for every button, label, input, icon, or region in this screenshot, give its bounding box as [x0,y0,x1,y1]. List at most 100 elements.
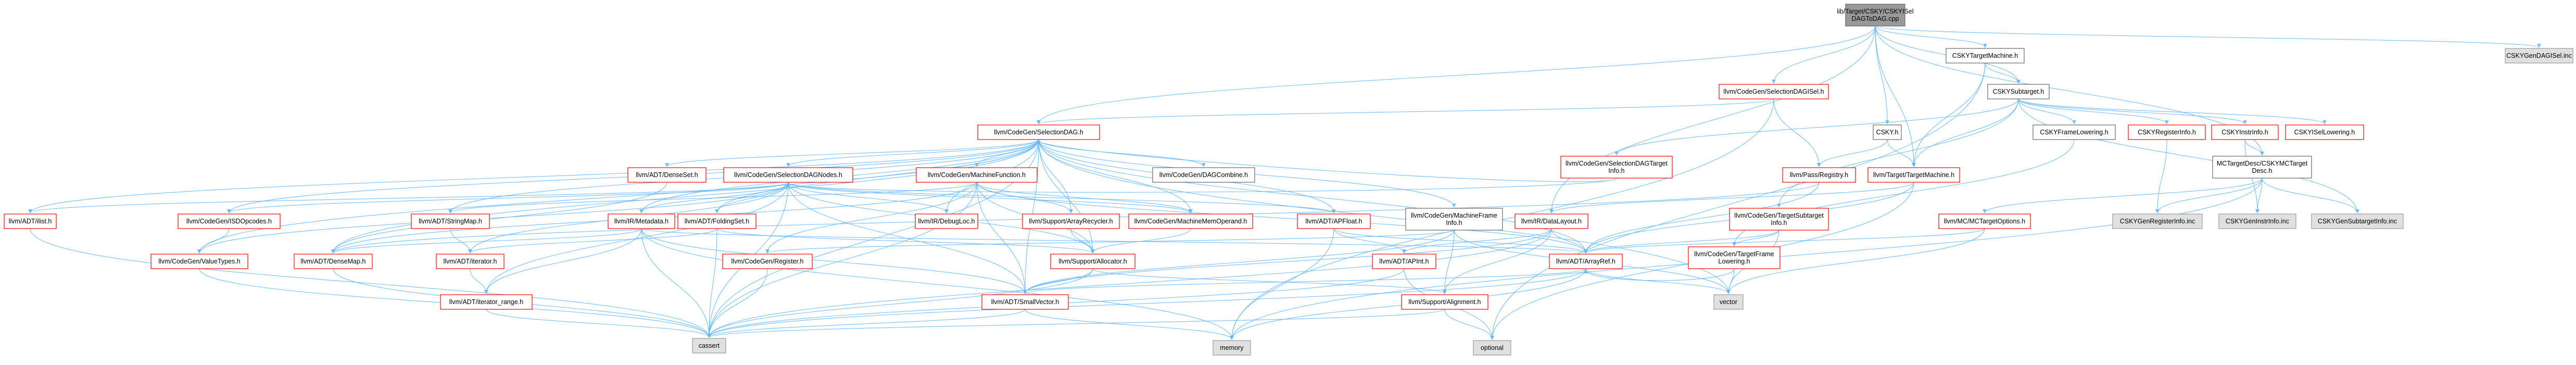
node-cskyregisterinfo-h[interactable]: CSKYRegisterInfo.h [2128,124,2206,140]
node-box [1946,48,2025,64]
node-box [692,338,726,354]
edge-SelectionDAG_h-to-MachineMemOperand_h [1038,139,1193,213]
node-codegen-register-h[interactable]: llvm/CodeGen/Register.h [722,254,813,269]
node-selectiondagisel-h[interactable]: llvm/CodeGen/SelectionDAGISel.h [1719,84,1829,99]
node-box [1729,208,1829,231]
node-adt-apfloat-h[interactable]: llvm/ADT/APFloat.h [1297,213,1371,229]
edge-root-to-TargetMachine_h [1875,26,1916,167]
edge-SelectionDAGNodes_h-to-SmallVector_h [788,182,1027,294]
node-label: lib/Target/CSKY/CSKYISel [1837,8,1913,15]
node-dagcombine-h[interactable]: llvm/CodeGen/DAGCombine.h [1152,167,1255,183]
node-cskytargetmachine-h[interactable]: CSKYTargetMachine.h [1946,48,2025,64]
node-cskygeninstrinfo-inc: CSKYGenInstrInfo.inc [2218,213,2296,229]
node-box [1987,84,2050,99]
edge-IR_Metadata_h-to-iterator_range_h [484,228,642,294]
node-box [1152,167,1255,183]
node-mctargetoptions-h[interactable]: llvm/MC/MCTargetOptions.h [1938,213,2031,229]
edge-root-to-CSKYGenDAGISel_inc [1875,26,2541,48]
node-label: llvm/ADT/iterator.h [444,258,497,265]
node-box [1719,84,1829,99]
node-label: llvm/ADT/DenseMap.h [300,258,365,265]
edge-SelectionDAGNodes_h-to-iterator_range_h [484,182,789,294]
node-allocator-h[interactable]: llvm/Support/Allocator.h [1050,254,1135,269]
edge-CSKYSubtarget_h-to-SelectionDAGTargetInfo_h [1614,98,2019,156]
node-label: CSKYSubtarget.h [1993,88,2044,95]
node-adt-arrayref-h[interactable]: llvm/ADT/ArrayRef.h [1549,254,1623,269]
node-selectiondagnodes-h[interactable]: llvm/CodeGen/SelectionDAGNodes.h [723,167,853,183]
node-memory: memory [1213,340,1251,356]
node-isdopcodes-h[interactable]: llvm/CodeGen/ISDOpcodes.h [178,213,281,229]
node-label: Info.h [1446,219,1462,226]
node-box [1473,340,1511,356]
edge-ADT_ArrayRef_h-to-vector [1585,268,1731,294]
node-box [1845,4,1905,27]
node-box [411,213,490,229]
edge-ADT_ArrayRef_h-to-cassert [707,268,1586,338]
edge-IR_DataLayout_h-to-cassert [707,228,1552,338]
node-arrayrecycler-h[interactable]: llvm/Support/ArrayRecycler.h [1022,213,1120,229]
edge-ADT_ilist_h-to-cassert [30,228,711,338]
node-box [1401,294,1488,310]
node-cskyinstrinfo-h[interactable]: CSKYInstrInfo.h [2211,124,2279,140]
node-box [150,254,248,269]
node-box [2212,156,2312,179]
edge-SelectionDAGNodes_h-to-ValueTypes_h [197,182,789,254]
node-box [1213,340,1251,356]
node-ir-metadata-h[interactable]: llvm/IR/Metadata.h [608,213,675,229]
node-adt-iterator-h[interactable]: llvm/ADT/iterator.h [436,254,504,269]
edge-IR_DataLayout_h-to-SmallVector_h [1023,228,1552,294]
node-cskysubtarget-h[interactable]: CSKYSubtarget.h [1987,84,2050,99]
node-selectiondag-h[interactable]: llvm/CodeGen/SelectionDAG.h [977,124,1100,140]
dependency-nodes: lib/Target/CSKY/CSKYISelDAGToDAG.cppCSKY… [4,4,2573,356]
node-label: llvm/ADT/iterator_range.h [449,298,523,306]
node-ir-datalayout-h[interactable]: llvm/IR/DataLayout.h [1514,213,1588,229]
node-optional: optional [1473,340,1511,356]
edge-SelectionDAGNodes_h-to-IR_Metadata_h [639,182,789,213]
node-machinefunction-h[interactable]: llvm/CodeGen/MachineFunction.h [916,167,1038,183]
node-adt-densemap-h[interactable]: llvm/ADT/DenseMap.h [294,254,373,269]
node-flagsregistry-h[interactable]: llvm/Pass/Registry.h [1782,167,1856,183]
edge-IR_DataLayout_h-to-ADT_APInt_h [1402,228,1552,254]
node-label: llvm/IR/DebugLoc.h [918,218,975,225]
node-targetmachine-h[interactable]: llvm/Target/TargetMachine.h [1867,167,1960,183]
node-adt-apint-h[interactable]: llvm/ADT/APInt.h [1372,254,1436,269]
node-box [1867,167,1960,183]
edge-CSKYInstrInfo_h-to-MCTargetDesc_h [2244,139,2264,156]
node-adt-ilist-h[interactable]: llvm/ADT/ilist.h [4,213,57,229]
node-adt-denseset-h[interactable]: llvm/ADT/DenseSet.h [627,167,706,183]
edge-ADT_ArrayRef_h-to-SmallVector_h [1023,268,1586,294]
node-alignment-h[interactable]: llvm/Support/Alignment.h [1401,294,1488,310]
node-smallvector-h[interactable]: llvm/ADT/SmallVector.h [981,294,1069,310]
edge-CSKYSubtarget_h-to-CSKYISelLowering_h [2018,98,2327,124]
node-label: memory [1220,344,1244,351]
edge-CSKYTargetMachine_h-to-TargetMachine_h [1912,62,1986,167]
node-cskyframelowering-h[interactable]: CSKYFrameLowering.h [2032,124,2116,140]
edge-ADT_APFloat_h-to-ADT_ArrayRef_h [1333,228,1588,254]
edge-MCTargetDesc_h-to-CSKYGenRegisterInfo_inc [2155,178,2263,213]
edge-MCTargetDesc_h-to-CSKYGenInstrInfo_inc [2255,178,2263,213]
node-machinememoperand-h[interactable]: llvm/CodeGen/MachineMemOperand.h [1128,213,1253,229]
node-cskygensubtargetinfo-inc: CSKYGenSubtargetInfo.inc [2311,213,2404,229]
node-ir-debugloc-h[interactable]: llvm/IR/DebugLoc.h [915,213,978,229]
node-label: llvm/IR/Metadata.h [614,218,668,225]
node-valuetypes-h[interactable]: llvm/CodeGen/ValueTypes.h [150,254,248,269]
node-label: llvm/CodeGen/TargetSubtarget [1734,212,1824,219]
node-label: llvm/ADT/APFloat.h [1305,218,1362,225]
edge-SelectionDAGTargetInfo_h-to-SelectionDAG_h [1037,140,1617,182]
node-iterator-range-h[interactable]: llvm/ADT/iterator_range.h [440,294,533,310]
node-adt-foldingset-h[interactable]: llvm/ADT/FoldingSet.h [677,213,756,229]
edge-SelectionDAGISel_h-to-SelectionDAG_h [1037,98,1774,124]
node-adt-stringmap-h[interactable]: llvm/ADT/StringMap.h [411,213,490,229]
node-cskyisellowering-h[interactable]: CSKYISelLowering.h [2285,124,2364,140]
edge-root-to-IR_DataLayout_h [1549,26,1876,213]
node-box [2285,124,2364,140]
edge-CSKYSubtarget_h-to-CSKYRegisterInfo_h [2018,98,2169,124]
node-box [1297,213,1371,229]
node-label: llvm/ADT/FoldingSet.h [685,218,749,225]
node-csky-h[interactable]: CSKY.h [1873,124,1902,140]
